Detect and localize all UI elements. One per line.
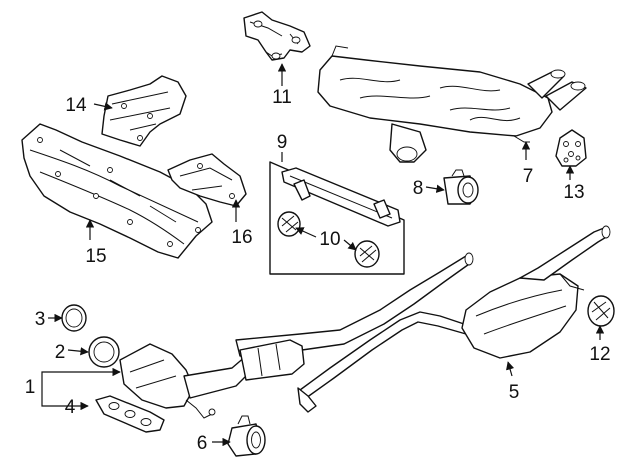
- callout-13: 13: [563, 182, 584, 203]
- insulator-lower-part[interactable]: [354, 240, 380, 268]
- leader-lines: [41, 63, 605, 447]
- flange-gasket-4-part[interactable]: [95, 395, 165, 433]
- heat-shield-16-part[interactable]: [167, 153, 247, 207]
- hanger-bracket-part[interactable]: [243, 11, 311, 61]
- rear-muffler-part[interactable]: [317, 45, 587, 163]
- callout-3: 3: [35, 309, 46, 330]
- ring-gasket-3-part[interactable]: [61, 304, 87, 332]
- callout-7: 7: [523, 166, 534, 187]
- insulator-upper-part[interactable]: [277, 211, 301, 237]
- callout-8: 8: [413, 178, 424, 199]
- callout-16: 16: [231, 227, 252, 248]
- callout-11: 11: [272, 87, 292, 108]
- callout-15: 15: [85, 246, 106, 267]
- clamp-6-part[interactable]: [227, 415, 266, 457]
- gasket-13-part[interactable]: [555, 129, 587, 167]
- exhaust-pipe-part[interactable]: [235, 252, 474, 413]
- callout-10: 10: [319, 229, 340, 250]
- callout-1: 1: [25, 377, 36, 398]
- callout-5: 5: [509, 382, 520, 403]
- crossmember-part[interactable]: [281, 167, 401, 227]
- center-muffler-part[interactable]: [461, 225, 611, 359]
- clamp-8-part[interactable]: [443, 169, 479, 205]
- heat-shield-14-part[interactable]: [101, 75, 187, 147]
- seal-ring-2-part[interactable]: [88, 336, 120, 368]
- callout-labels: 11 14 15 16 9 10 8 7 13 12 5 3 2 1 4 6: [25, 87, 611, 454]
- callout-6: 6: [197, 433, 208, 454]
- catalytic-converter-part[interactable]: [119, 339, 305, 419]
- heat-shield-15-part[interactable]: [21, 123, 213, 259]
- gasket-12-part[interactable]: [587, 295, 615, 327]
- callout-9: 9: [277, 132, 288, 153]
- callout-12: 12: [589, 344, 610, 365]
- callout-14: 14: [65, 95, 87, 116]
- callout-4: 4: [65, 397, 76, 418]
- callout-2: 2: [55, 342, 66, 363]
